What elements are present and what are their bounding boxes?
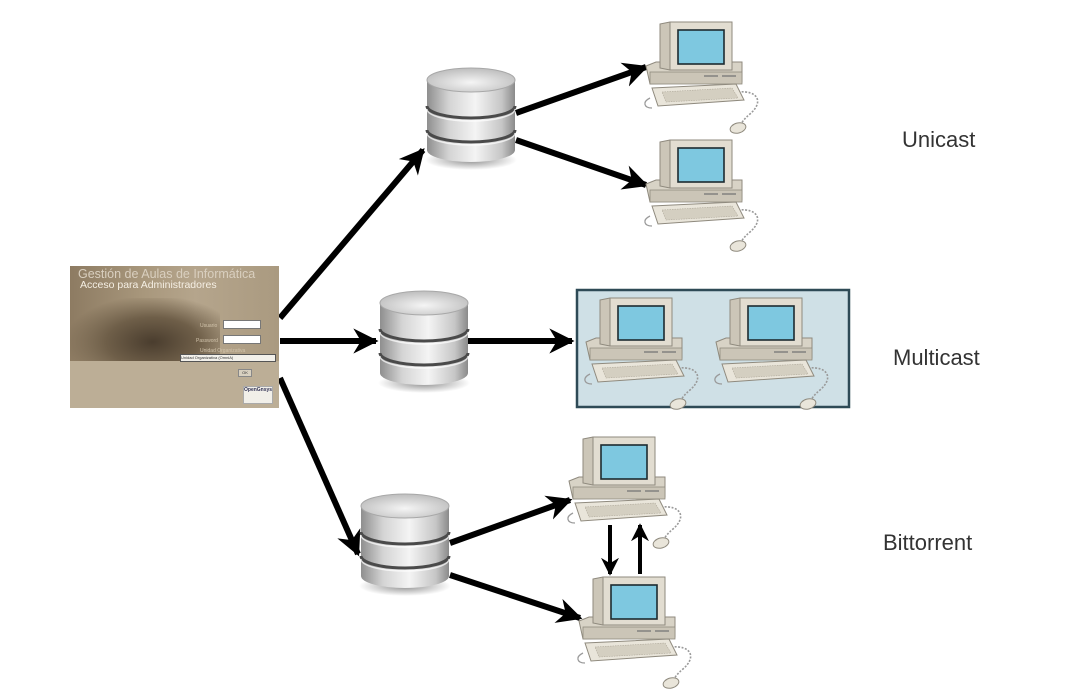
multicast-server-database-icon: [376, 289, 472, 395]
user-input: [223, 320, 261, 329]
login-subtitle: Acceso para Administradores: [80, 279, 217, 291]
org-select: Unidad Organizativa (OmniA): [180, 354, 276, 362]
multicast-label: Multicast: [893, 345, 980, 370]
ok-button: OK: [238, 369, 252, 377]
bittorrent-label: Bittorrent: [883, 530, 973, 555]
admin-login-screenshot: Gestión de Aulas de Informática Acceso p…: [70, 266, 279, 408]
arrow-source-to-unicast-server: [277, 148, 426, 320]
user-field-label: Usuario: [200, 323, 218, 329]
unicast-label: Unicast: [902, 127, 976, 152]
arrow-bittorrent-to-client-1: [448, 495, 573, 546]
arrow-unicast-to-client-1: [514, 62, 649, 116]
bittorrent-client-1-computer-icon: [567, 436, 682, 551]
org-field-label: Unidad Organizativa: [200, 348, 246, 354]
bittorrent-server-database-icon: [357, 492, 453, 598]
arrow-unicast-to-client-2: [515, 137, 649, 190]
bittorrent-client-2-computer-icon: [577, 576, 692, 691]
unicast-client-1-computer-icon: [644, 21, 759, 136]
arrow-source-to-bittorrent-server: [277, 376, 361, 557]
login-title: Gestión de Aulas de Informática: [78, 267, 256, 281]
password-field-label: Password: [196, 338, 218, 344]
unicast-server-database-icon: [423, 66, 519, 172]
password-input: [223, 335, 261, 344]
unicast-client-2-computer-icon: [644, 139, 759, 254]
opengnsys-logo: OpenGnsys: [243, 386, 273, 404]
arrow-bittorrent-to-client-2: [449, 572, 583, 623]
